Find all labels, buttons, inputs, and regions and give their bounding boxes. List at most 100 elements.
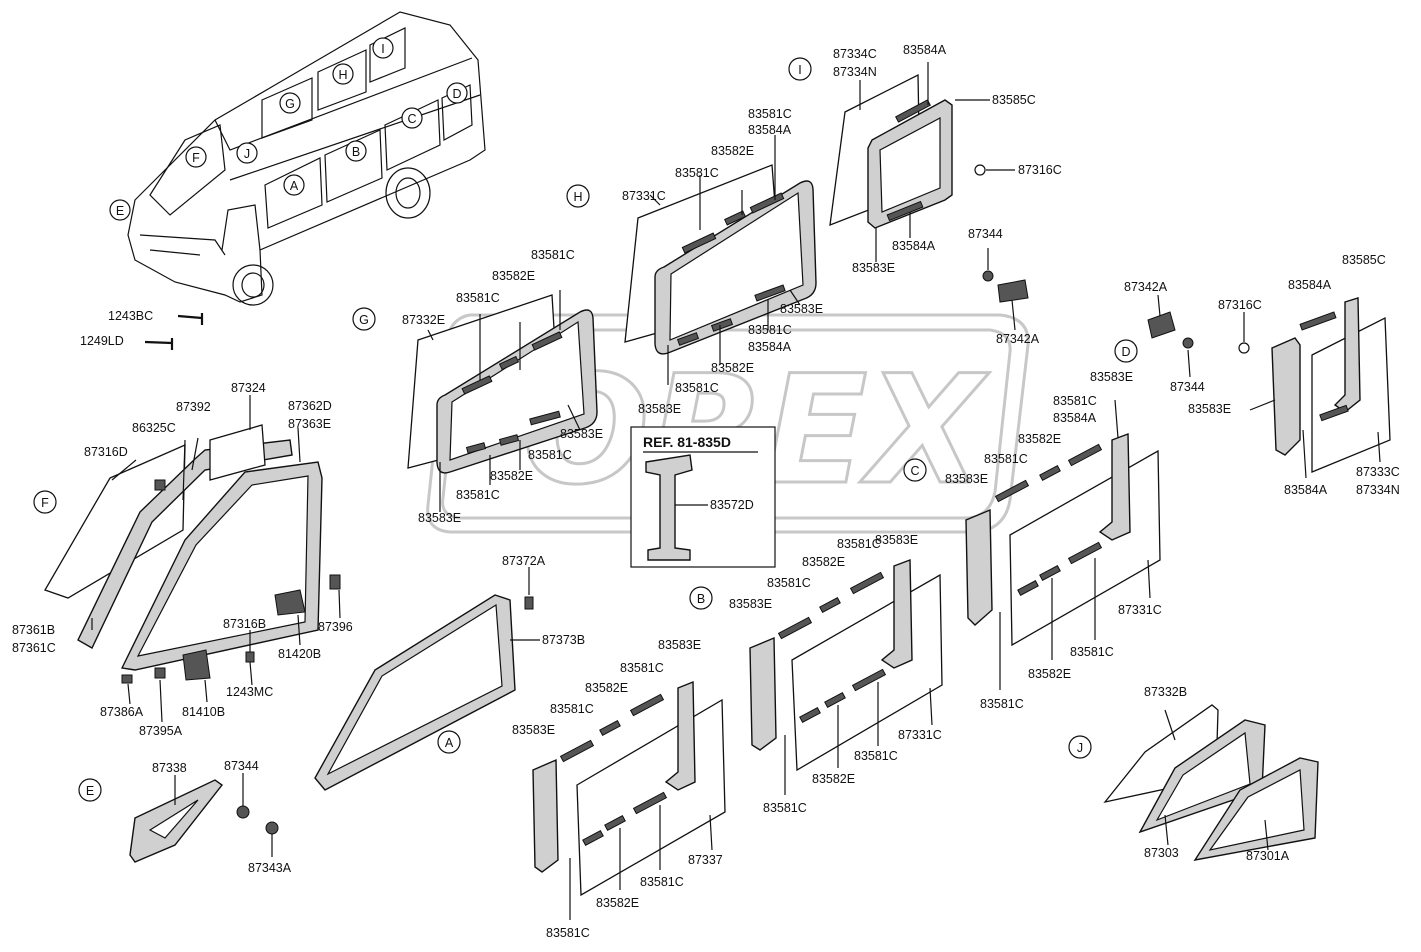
- part-label-b-83581c-a: 83581C: [837, 537, 881, 551]
- van-illustration: [127, 11, 486, 306]
- marker-a-circle: [283, 174, 305, 196]
- group-h: 87331C 83581C 83584A 83582E 83581C 83583…: [622, 107, 823, 416]
- van-markers: A B C D E F G H I J: [109, 37, 468, 221]
- part-label-d-83584a-t: 83584A: [1288, 278, 1332, 292]
- part-label-c-83583e-l: 83583E: [945, 472, 988, 486]
- part-label-f-81420b: 81420B: [278, 647, 321, 661]
- part-label-h-83581c-b: 83581C: [675, 166, 719, 180]
- part-label-d-87316c: 87316C: [1218, 298, 1262, 312]
- part-label-i-87334c: 87334C: [833, 47, 877, 61]
- svg-text:83572D: 83572D: [710, 498, 754, 512]
- part-label-g-87332e: 87332E: [402, 313, 445, 327]
- part-label-g-83581c-a: 83581C: [531, 248, 575, 262]
- part-label-h-83581c-c: 83581C: [748, 323, 792, 337]
- part-label-g-83581c-d: 83581C: [456, 488, 500, 502]
- group-i: 87334C 87334N 83584A 83585C 87316C 83584…: [829, 43, 1062, 275]
- part-label-d-87342a: 87342A: [1124, 280, 1168, 294]
- part-label-i-83585c: 83585C: [992, 93, 1036, 107]
- part-label-b-83583e-t: 83583E: [875, 533, 918, 547]
- view-g: G: [359, 313, 369, 327]
- part-label-a-83582e-b: 83582E: [596, 896, 639, 910]
- part-label-f-87362d: 87362D: [288, 399, 332, 413]
- part-label-f-87395a: 87395A: [139, 724, 183, 738]
- part-label-d-83584a-b: 83584A: [1284, 483, 1328, 497]
- group-a: 83583E 83581C 83582E 83581C 83583E 87337…: [314, 554, 726, 940]
- part-label-g-83581c-c: 83581C: [528, 448, 572, 462]
- part-label-f-87363e: 87363E: [288, 417, 331, 431]
- marker-f: F: [192, 151, 200, 165]
- part-label-h-83581c-d: 83581C: [675, 381, 719, 395]
- part-label-c-83583e-t: 83583E: [1090, 370, 1133, 384]
- part-label-h-83583e-b: 83583E: [638, 402, 681, 416]
- view-i: I: [798, 63, 801, 77]
- view-e: E: [86, 784, 94, 798]
- part-label-a-87372a: 87372A: [502, 554, 546, 568]
- view-c: C: [910, 464, 919, 478]
- part-label-b-83582e-b: 83582E: [812, 772, 855, 786]
- part-label-c-83581c-c: 83581C: [1070, 645, 1114, 659]
- part-label-d-83583e: 83583E: [1188, 402, 1231, 416]
- part-label-e-87344: 87344: [224, 759, 259, 773]
- part-label-c-83582e-a: 83582E: [1018, 432, 1061, 446]
- marker-g: G: [285, 97, 295, 111]
- part-label-f-87386a: 87386A: [100, 705, 144, 719]
- group-c: 83583E 83581C 83584A 83582E 83581C 83583…: [945, 370, 1162, 711]
- label-1249ld: 1249LD: [80, 334, 124, 348]
- group-g: 87332E 83581C 83582E 83581C 83583E 83581…: [402, 248, 603, 525]
- part-label-f-87361b: 87361B: [12, 623, 55, 637]
- part-label-h-83581c-a: 83581C: [748, 107, 792, 121]
- part-label-h-83583e-r: 83583E: [780, 302, 823, 316]
- marker-h: H: [338, 68, 347, 82]
- ref-title: REF. 81-835D: [643, 434, 731, 450]
- part-label-g-83582e-b: 83582E: [490, 469, 533, 483]
- label-1243bc: 1243BC: [108, 309, 153, 323]
- part-label-a-83582e-a: 83582E: [585, 681, 628, 695]
- part-label-e-87343a: 87343A: [248, 861, 292, 875]
- marker-b: B: [352, 145, 360, 159]
- part-label-b-83582e-a: 83582E: [802, 555, 845, 569]
- part-label-d-83585c: 83585C: [1342, 253, 1386, 267]
- part-label-i-83584a-t: 83584A: [903, 43, 947, 57]
- part-label-h-87331c: 87331C: [622, 189, 666, 203]
- part-label-f-87361c: 87361C: [12, 641, 56, 655]
- part-label-c-83581c-a: 83581C: [1053, 394, 1097, 408]
- part-label-a-83581c-b: 83581C: [550, 702, 594, 716]
- part-label-i-83583e: 83583E: [852, 261, 895, 275]
- part-label-j-87332b: 87332B: [1144, 685, 1187, 699]
- part-label-f-87392: 87392: [176, 400, 211, 414]
- group-e: 87338 87344 87343A: [129, 759, 292, 875]
- part-label-a-83581c-d: 83581C: [546, 926, 590, 940]
- clips-mid: 87344 87342A: [968, 227, 1040, 346]
- part-label-d-87344: 87344: [1170, 380, 1205, 394]
- part-label-d-87334n: 87334N: [1356, 483, 1400, 497]
- part-label-g-83581c-b: 83581C: [456, 291, 500, 305]
- part-label-d-87333c: 87333C: [1356, 465, 1400, 479]
- part-label-a-83583e-t: 83583E: [658, 638, 701, 652]
- part-label-h-83582e-b: 83582E: [711, 361, 754, 375]
- marker-d: D: [452, 87, 461, 101]
- part-label-f-87324: 87324: [231, 381, 266, 395]
- marker-i: I: [381, 42, 384, 56]
- part-label-a-83581c-c: 83581C: [640, 875, 684, 889]
- part-label-h-83584a-a: 83584A: [748, 123, 792, 137]
- part-label-h-83584a-b: 83584A: [748, 340, 792, 354]
- group-b: 83583E 83581C 83582E 83581C 83583E 87331…: [729, 533, 943, 815]
- part-label-m-87342a: 87342A: [996, 332, 1040, 346]
- part-label-g-83583e-b: 83583E: [418, 511, 461, 525]
- part-label-f-87316b: 87316B: [223, 617, 266, 631]
- group-f: 87316D 86325C 87392 87324 87362D 87363E …: [12, 381, 353, 738]
- part-label-f-87396: 87396: [318, 620, 353, 634]
- part-label-b-83581c-c: 83581C: [854, 749, 898, 763]
- marker-a: A: [290, 179, 299, 193]
- part-label-g-83583e-r: 83583E: [560, 427, 603, 441]
- part-label-a-83583e-l: 83583E: [512, 723, 555, 737]
- part-label-i-87334n: 87334N: [833, 65, 877, 79]
- view-d: D: [1121, 345, 1130, 359]
- part-label-m-87344: 87344: [968, 227, 1003, 241]
- part-label-i-83584a-b: 83584A: [892, 239, 936, 253]
- part-label-a-83581c-a: 83581C: [620, 661, 664, 675]
- view-a: A: [445, 736, 454, 750]
- part-label-j-87303: 87303: [1144, 846, 1179, 860]
- part-label-b-83581c-d: 83581C: [763, 801, 807, 815]
